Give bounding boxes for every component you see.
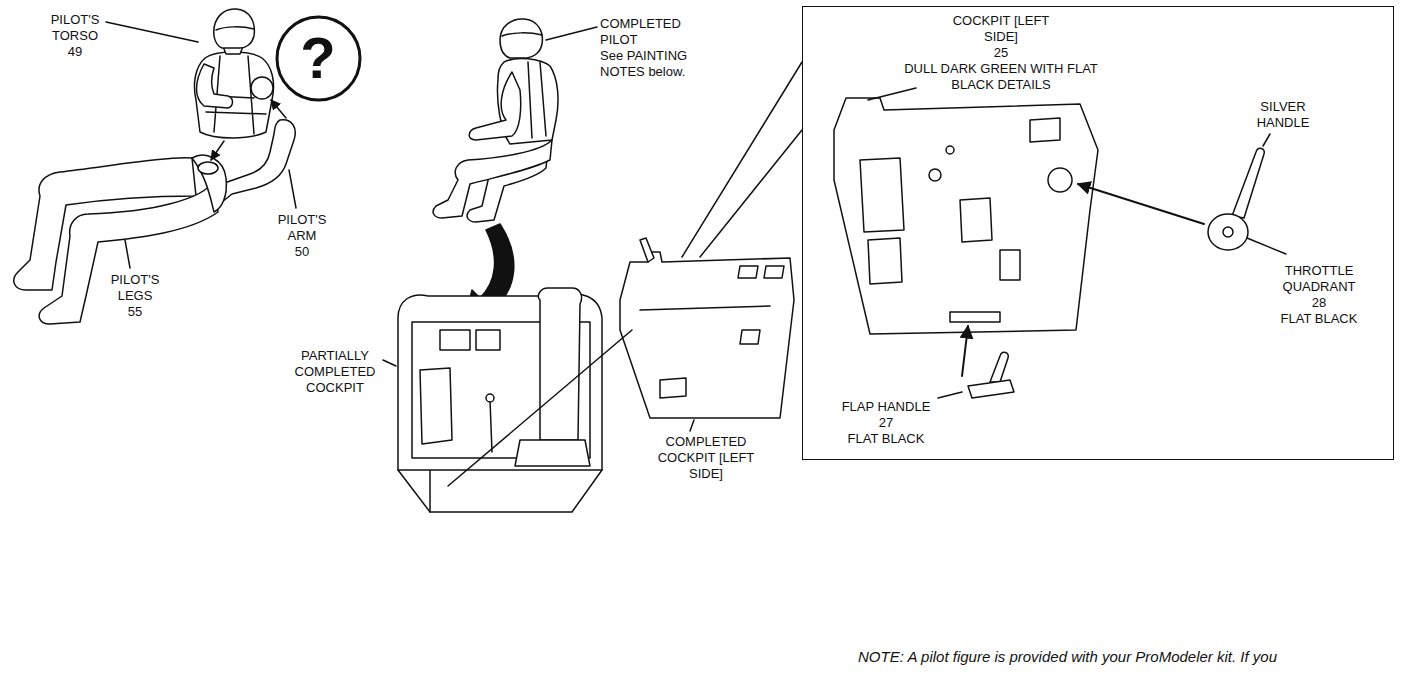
side-panel-detail [640, 306, 770, 310]
flap-leader [938, 392, 962, 398]
part-name: COCKPIT [LEFT SIDE] [951, 13, 1051, 45]
legs-socket [198, 162, 218, 174]
paint-note: FLAT BLACK [836, 431, 936, 447]
callout-number: 28 [1289, 295, 1349, 311]
partial-cockpit-leader [383, 360, 396, 366]
throttle-hub [1223, 227, 1233, 237]
part-name: FLAP HANDLE [826, 399, 946, 415]
part-name: PARTIALLY COMPLETED COCKPIT [290, 348, 380, 396]
tub-stick [490, 400, 492, 452]
throttle-leader [1247, 238, 1286, 254]
silver-handle-leader [1263, 134, 1270, 146]
arm-socket [251, 77, 273, 99]
pilot-leg-front [433, 140, 552, 218]
inset-heading-leader [868, 88, 916, 100]
pilot-arm [469, 72, 520, 140]
circle-outline [277, 17, 360, 100]
tub-console [420, 368, 452, 444]
side-panel-detail [764, 266, 784, 278]
flap-handle-part [968, 352, 1014, 398]
inset-panel-knob [929, 169, 941, 181]
tub-seat-back [538, 288, 581, 440]
part-name: SILVER HANDLE [1243, 99, 1323, 131]
inset-panel-box [1030, 118, 1060, 142]
part-name: THROTTLE QUADRANT [1269, 263, 1369, 295]
pilot-visor [502, 33, 542, 36]
callout-number: 55 [115, 304, 155, 320]
callout-number: 25 [971, 45, 1031, 61]
tub-seat-pan [515, 440, 590, 466]
legs-assembly-arrow [211, 141, 224, 160]
completed-side-panel [620, 238, 794, 418]
side-panel-lever [640, 238, 654, 262]
flap-lever [990, 352, 1008, 382]
inset-panel-box [1000, 250, 1020, 280]
tub-stick-grip [486, 394, 494, 402]
zoom-line [682, 62, 802, 257]
question-mark: ? [300, 29, 335, 87]
arm-assembly-arrow [271, 100, 286, 118]
callout-number: 27 [856, 415, 916, 431]
inset-panel-outline [834, 98, 1098, 334]
throttle-quadrant-part [1208, 148, 1264, 250]
side-panel-detail [738, 266, 758, 278]
flap-slot [950, 312, 1000, 322]
arm-leader [289, 170, 296, 208]
part-name: PILOT'S ARM [270, 212, 334, 244]
inset-panel-knob [946, 146, 954, 154]
part-name: PILOT'S LEGS [103, 272, 167, 304]
torso-body [194, 52, 273, 138]
pilot-torso-figure [194, 9, 273, 138]
completed-pilot-figure [433, 19, 558, 222]
paint-note: FLAT BLACK [1269, 311, 1369, 327]
detail-inset-box: COCKPIT [LEFT SIDE]25DULL DARK GREEN WIT… [802, 6, 1394, 460]
torso-helmet-visor [216, 27, 254, 30]
part-name: PILOT'S TORSO [43, 12, 107, 44]
pilot-helmet [500, 19, 542, 58]
completed-cockpit-leader [690, 420, 694, 431]
leg-near [39, 180, 218, 324]
flap-base [968, 380, 1014, 398]
torso-helmet [214, 9, 255, 48]
completed-pilot-leader [546, 27, 597, 40]
question-circle: ? [275, 15, 362, 102]
painting-reference: See PAINTING NOTES below. [600, 48, 710, 80]
flap-install-arrow [962, 326, 968, 376]
side-panel-location-line [448, 330, 632, 486]
zoom-line [700, 130, 802, 257]
throttle-mount [1048, 168, 1072, 192]
silver-handle [1232, 148, 1264, 218]
part-name: COMPLETED COCKPIT [LEFT SIDE] [647, 434, 765, 482]
throttle-install-arrow [1078, 184, 1204, 224]
pilot-legs-figure [14, 155, 227, 324]
inset-panel-box [868, 238, 902, 284]
legs-leader [125, 240, 130, 268]
inset-panel-box [860, 158, 904, 232]
tub-side-box [440, 330, 470, 350]
side-panel-detail [660, 378, 686, 398]
tub-front [398, 470, 602, 512]
pelvis [192, 155, 226, 212]
paint-note: DULL DARK GREEN WITH FLAT BLACK DETAILS [901, 61, 1101, 93]
inset-cockpit-panel [834, 98, 1098, 334]
tub-side-box [476, 330, 500, 350]
side-panel-outline [620, 252, 794, 418]
callout-number: 50 [282, 244, 322, 260]
note-text: NOTE: A pilot figure is provided with yo… [858, 648, 1277, 666]
pilot-harness [528, 62, 546, 138]
throttle-disk [1208, 214, 1248, 250]
inset-panel-box [960, 198, 992, 242]
torso-leader [106, 22, 198, 42]
partial-cockpit-tub [398, 288, 602, 512]
callout-number: 49 [55, 44, 95, 60]
part-name: COMPLETED PILOT [600, 16, 700, 48]
torso-attached-arm [197, 64, 233, 108]
side-panel-detail [740, 330, 760, 344]
